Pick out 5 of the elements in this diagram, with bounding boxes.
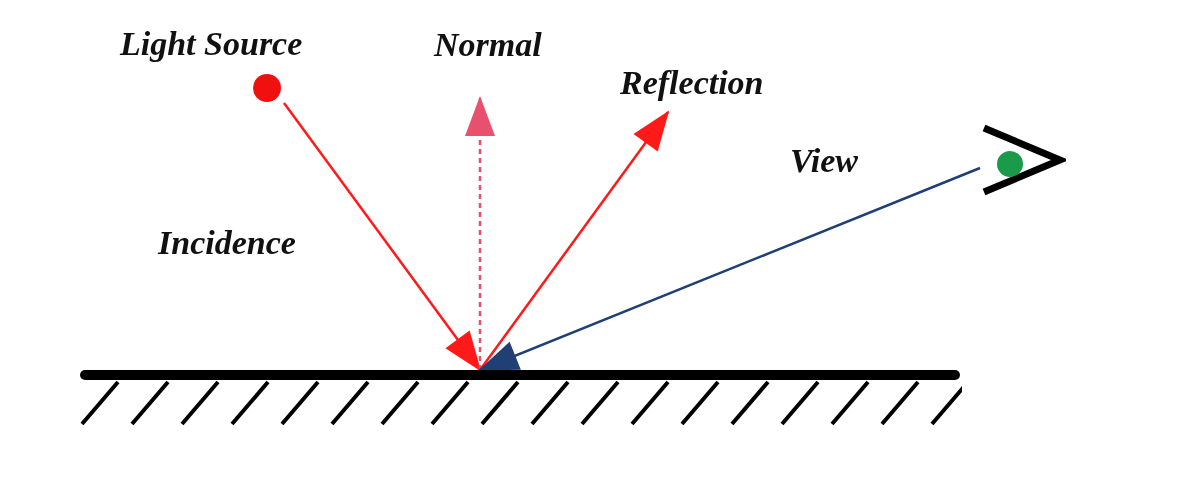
light-source-label: Light Source bbox=[120, 25, 303, 63]
arrow bbox=[478, 166, 981, 372]
arrow bbox=[283, 102, 482, 372]
arrow bbox=[465, 96, 495, 370]
arrow bbox=[479, 110, 670, 371]
